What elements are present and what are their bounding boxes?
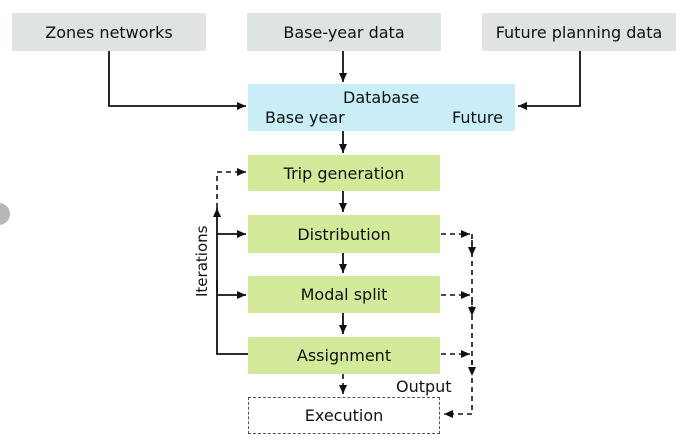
arrow-zones-to-database xyxy=(108,50,246,110)
modal-split-label: Modal split xyxy=(300,285,388,304)
arrow-iteration-to-distribution xyxy=(216,230,246,292)
zones-networks-label: Zones networks xyxy=(45,22,173,42)
output-label: Output xyxy=(396,377,452,396)
zones-networks-box: Zones networks xyxy=(12,13,206,51)
base-year-data-label: Base-year data xyxy=(283,22,405,42)
distribution-box: Distribution xyxy=(248,215,440,253)
distribution-label: Distribution xyxy=(297,224,391,244)
modal-split-box: Modal split xyxy=(248,276,440,313)
execution-label: Execution xyxy=(304,406,384,425)
trip-generation-label: Trip generation xyxy=(283,163,405,183)
iteration-line xyxy=(216,280,248,355)
execution-box: Execution xyxy=(248,397,440,434)
dashed-output-line xyxy=(444,234,473,418)
database-future: Future xyxy=(452,108,503,127)
edge-handle xyxy=(0,203,10,225)
trip-generation-box: Trip generation xyxy=(248,155,440,191)
future-planning-data-box: Future planning data xyxy=(482,13,676,51)
database-base-year: Base year xyxy=(265,108,345,127)
future-planning-data-label: Future planning data xyxy=(495,22,663,42)
arrow-future-to-database xyxy=(518,50,581,110)
database-title: Database xyxy=(343,88,420,107)
iterations-label: Iterations xyxy=(193,225,211,297)
dashed-iteration-to-trip-generation xyxy=(216,168,246,208)
database-box xyxy=(248,84,515,131)
assignment-label: Assignment xyxy=(296,346,392,365)
base-year-data-box: Base-year data xyxy=(247,13,441,51)
assignment-box: Assignment xyxy=(248,337,440,374)
